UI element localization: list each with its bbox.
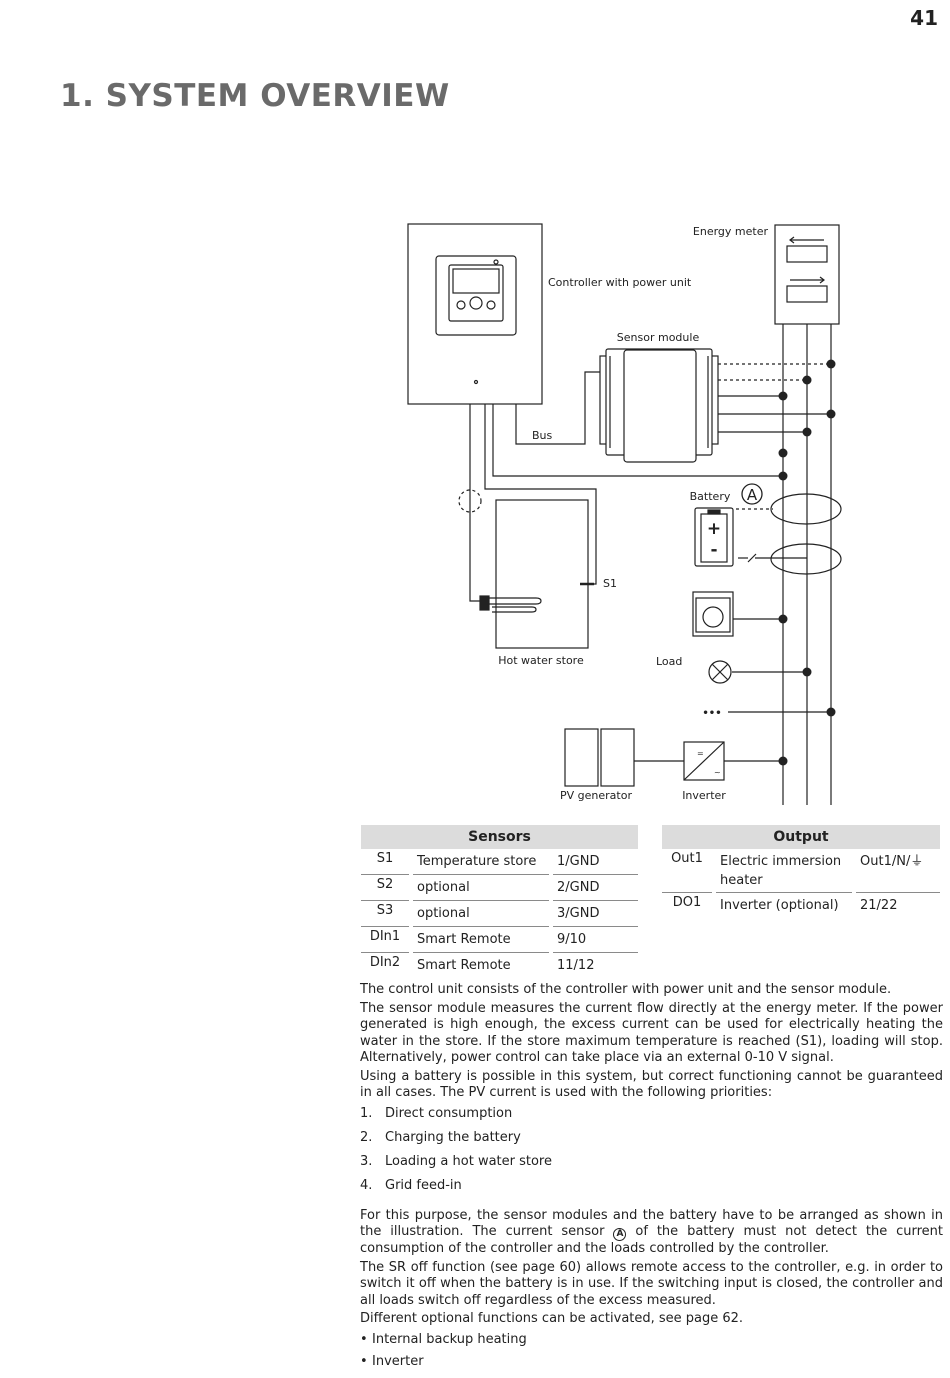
s1-label: S1 <box>603 577 617 590</box>
controller-unit <box>407 223 543 405</box>
battery-label: Battery <box>690 490 731 503</box>
paragraph: Using a battery is possible in this syst… <box>360 1068 943 1101</box>
more-loads-ellipsis: ••• <box>702 708 721 719</box>
output-table-header: Output <box>662 825 940 849</box>
table-row: DO1 Inverter (optional) 21/22 <box>662 892 940 918</box>
table-row: DIn2 Smart Remote 11/12 <box>361 952 638 978</box>
washing-machine-icon <box>692 591 734 637</box>
paragraph: The control unit consists of the control… <box>360 982 892 997</box>
current-sensor-ring-1 <box>770 493 842 525</box>
battery-plus: + <box>707 519 721 539</box>
inverter-ac-symbol: ~ <box>714 768 721 777</box>
list-item: 2.Charging the battery <box>360 1129 521 1145</box>
list-item: •Internal backup heating <box>360 1331 527 1347</box>
battery <box>694 507 734 567</box>
hot-water-store <box>458 489 594 649</box>
battery-minus: - <box>710 540 717 560</box>
output-table: Output Out1 Electric immersion heater Ou… <box>662 825 940 918</box>
paragraph: Different optional functions can be acti… <box>360 1311 744 1326</box>
list-item: •Inverter <box>360 1353 424 1369</box>
current-sensor-icon: A <box>613 1228 627 1241</box>
sensors-table: Sensors S1 Temperature store 1/GND S2 op… <box>361 825 638 978</box>
load-label: Load <box>656 655 682 668</box>
pv-generator <box>564 728 635 787</box>
lamp-icon <box>708 660 732 684</box>
sensor-module <box>599 348 719 463</box>
list-item: 1.Direct consumption <box>360 1105 513 1121</box>
table-row: Out1 Electric immersion heater Out1/N/⏚ <box>662 849 940 893</box>
inverter <box>683 741 725 781</box>
table-row: S2 optional 2/GND <box>361 874 638 901</box>
table-row: S3 optional 3/GND <box>361 900 638 927</box>
pv-generator-label: PV generator <box>560 789 632 802</box>
hot-water-store-label: Hot water store <box>498 654 584 667</box>
page-title: 1. SYSTEM OVERVIEW <box>60 78 450 114</box>
bus-label: Bus <box>532 429 553 442</box>
sensors-table-header: Sensors <box>361 825 638 849</box>
table-row: S1 Temperature store 1/GND <box>361 849 638 875</box>
current-sensor-symbol: A <box>747 486 758 504</box>
page-number: 41 <box>910 6 938 30</box>
inverter-dc-symbol: = <box>697 749 704 758</box>
list-item: 3.Loading a hot water store <box>360 1153 552 1169</box>
table-row: DIn1 Smart Remote 9/10 <box>361 926 638 953</box>
current-sensor-icon <box>741 483 763 505</box>
list-item: 4.Grid feed-in <box>360 1177 462 1193</box>
paragraph: The SR off function (see page 60) allows… <box>360 1259 943 1308</box>
energy-meter <box>774 224 840 325</box>
sensor-module-label: Sensor module <box>617 331 700 344</box>
junction-dots <box>778 359 836 766</box>
system-diagram: Energy meter Controller with power unit … <box>407 223 842 805</box>
paragraph: For this purpose, the sensor modules and… <box>360 1207 944 1257</box>
inverter-label: Inverter <box>682 789 726 802</box>
energy-meter-label: Energy meter <box>693 225 769 238</box>
paragraph: The sensor module measures the current f… <box>360 1000 943 1066</box>
controller-label: Controller with power unit <box>548 276 692 289</box>
priority-list: 1.Direct consumption 2.Charging the batt… <box>360 1106 943 1202</box>
body-text: The control unit consists of the control… <box>360 982 943 1376</box>
function-list: •Internal backup heating •Inverter <box>360 1332 943 1376</box>
current-sensor-ring-2 <box>770 543 842 575</box>
